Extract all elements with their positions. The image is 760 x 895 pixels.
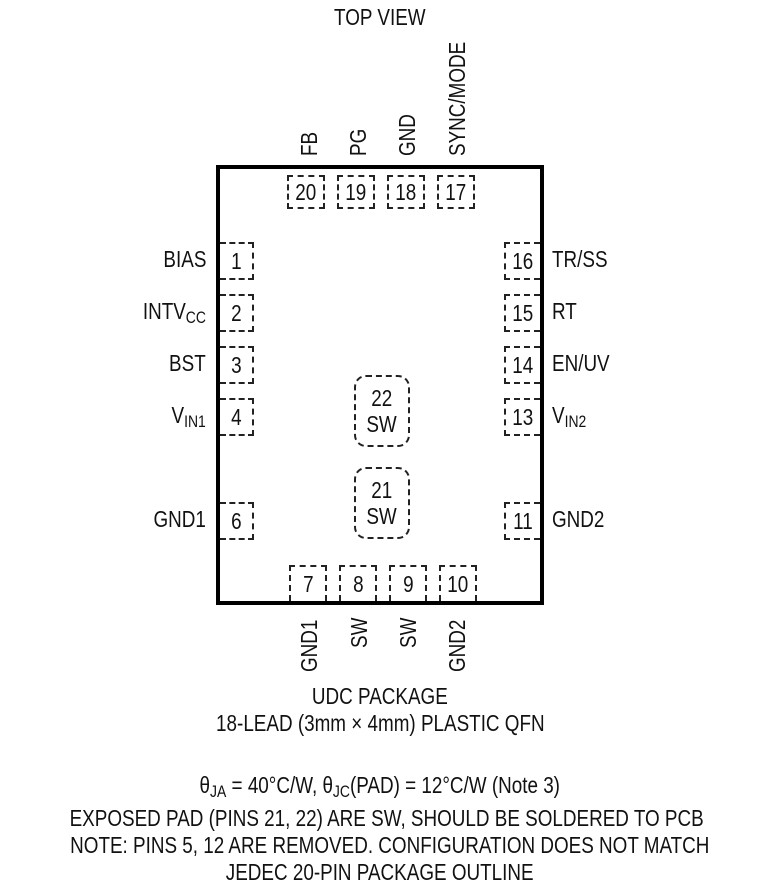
pin-6: 6 [220, 502, 254, 540]
package-name: UDC PACKAGE [312, 683, 448, 709]
thermal-resistance: θJA = 40°C/W, θJC(PAD) = 12°C/W (Note 3) [199, 772, 561, 801]
pin-label-gnd: GND [394, 114, 420, 156]
pin-label-gnd2-bottom: GND2 [444, 619, 470, 672]
pin-label-sync-mode: SYNC/MODE [444, 41, 470, 156]
pin-label-tr-ss: TR/SS [552, 246, 608, 272]
pin-1: 1 [220, 242, 254, 280]
pin-label-gnd1-bottom: GND1 [296, 619, 322, 672]
pin-11: 11 [504, 502, 540, 540]
pin-label-sw-9: SW [395, 617, 421, 648]
pin-10: 10 [439, 565, 477, 601]
pin-label-pg: PG [345, 128, 371, 156]
pin-17: 17 [437, 175, 475, 209]
pin-label-fb: FB [296, 131, 322, 156]
pin-label-bst: BST [169, 350, 206, 376]
pin-19: 19 [337, 175, 375, 209]
package-outline: 20 19 18 17 1 2 3 4 6 16 15 14 13 11 7 8… [216, 165, 544, 605]
package-notes: θJA = 40°C/W, θJC(PAD) = 12°C/W (Note 3)… [0, 772, 760, 886]
pin-16: 16 [504, 242, 540, 280]
pin-label-gnd2: GND2 [552, 506, 605, 532]
pin-4: 4 [220, 398, 254, 436]
pin-label-vin1: VIN1 [171, 402, 206, 431]
pin-13: 13 [504, 398, 540, 436]
view-title: TOP VIEW [334, 4, 426, 30]
pin-label-en-uv: EN/UV [552, 350, 610, 376]
pin-7: 7 [289, 565, 327, 601]
package-description: 18-LEAD (3mm × 4mm) PLASTIC QFN [215, 710, 545, 736]
exposed-pad-note: EXPOSED PAD (PINS 21, 22) ARE SW, SHOULD… [69, 805, 704, 831]
pin-15: 15 [504, 294, 540, 332]
pin-20: 20 [287, 175, 325, 209]
pin-9: 9 [389, 565, 427, 601]
removed-pins-note: NOTE: PINS 5, 12 ARE REMOVED. CONFIGURAT… [70, 832, 710, 858]
pin-18: 18 [387, 175, 425, 209]
pin-label-sw-8: SW [346, 617, 372, 648]
pin-2: 2 [220, 294, 254, 332]
pin-label-rt: RT [552, 298, 577, 324]
package-info: UDC PACKAGE 18-LEAD (3mm × 4mm) PLASTIC … [0, 683, 760, 737]
jedec-note: JEDEC 20-PIN PACKAGE OUTLINE [226, 859, 534, 885]
pin-3: 3 [220, 346, 254, 384]
pin-label-bias: BIAS [163, 246, 206, 272]
pin-label-intvcc: INTVCC [142, 298, 206, 327]
pin-14: 14 [504, 346, 540, 384]
pin-label-vin2: VIN2 [552, 402, 587, 431]
pin-8: 8 [339, 565, 377, 601]
pin-label-gnd1: GND1 [153, 506, 206, 532]
